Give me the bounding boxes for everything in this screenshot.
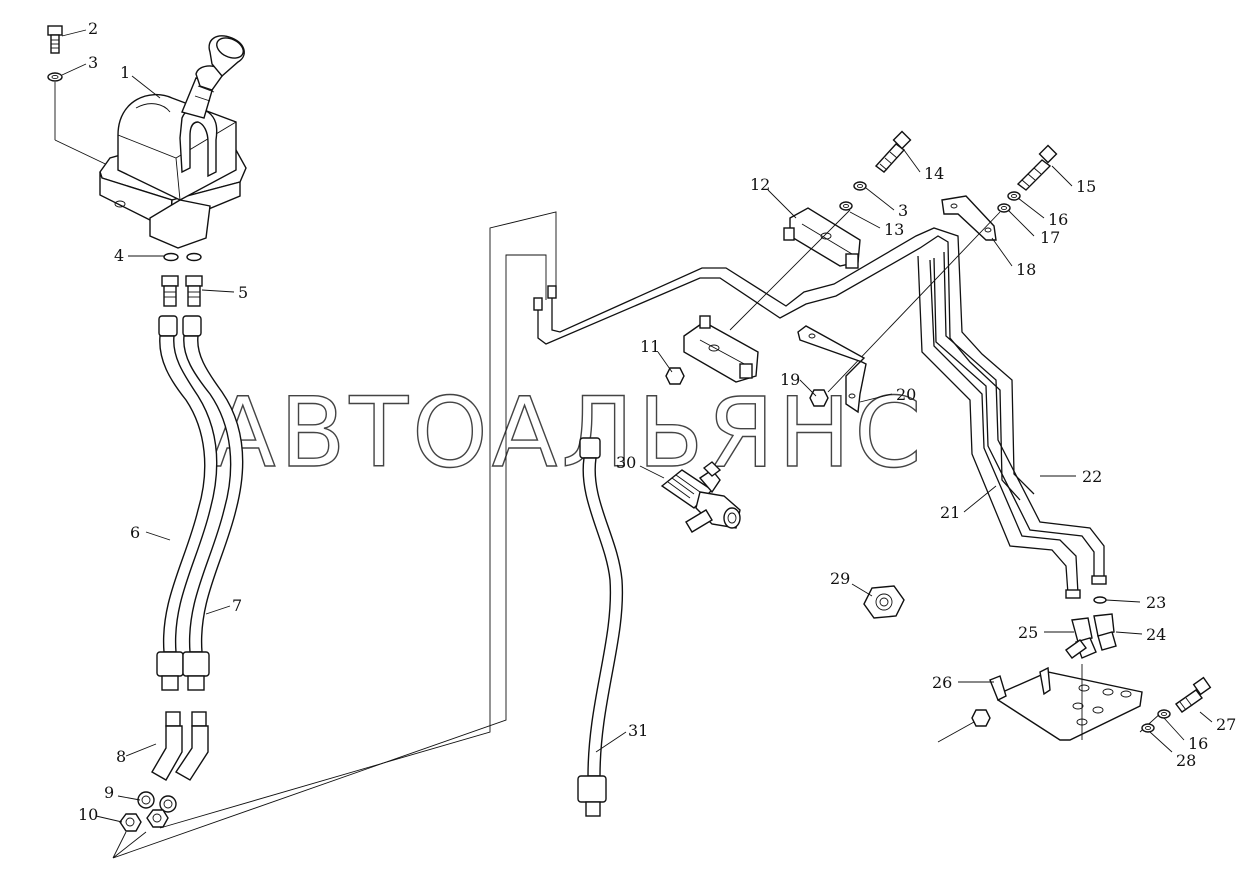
assembly-line xyxy=(112,254,547,859)
callout-8: 8 xyxy=(116,747,126,766)
tube-part-21 xyxy=(917,255,1081,599)
callout-17: 17 xyxy=(1040,228,1060,247)
clamp-lower xyxy=(683,315,759,383)
callout-26: 26 xyxy=(932,673,952,692)
washer-part-3b xyxy=(853,181,867,191)
callout-27: 27 xyxy=(1216,715,1236,734)
washer-part-17 xyxy=(997,203,1011,213)
callout-3b: 3 xyxy=(898,201,908,220)
assembly-line xyxy=(827,211,1001,393)
callout-13: 13 xyxy=(884,220,904,239)
callout-14: 14 xyxy=(924,164,944,183)
callout-5: 5 xyxy=(238,283,248,302)
fitting-part-25 xyxy=(1065,617,1097,659)
assembly-line xyxy=(937,721,975,743)
nut-part-10 xyxy=(119,809,169,832)
bolt-part-15 xyxy=(1016,144,1058,191)
o-ring-part-4 xyxy=(163,252,202,262)
tube-part-22 xyxy=(933,251,1107,585)
callout-10: 10 xyxy=(78,805,98,824)
callout-2: 2 xyxy=(88,19,98,38)
callout-21: 21 xyxy=(940,503,960,522)
hand-valve-part-1 xyxy=(99,35,247,249)
washer-part-9 xyxy=(137,791,177,813)
callout-31: 31 xyxy=(628,721,648,740)
washer-part-13 xyxy=(839,201,853,211)
callout-7: 7 xyxy=(232,596,242,615)
leader-lines xyxy=(61,29,1213,823)
washer-part-28 xyxy=(1141,723,1155,733)
callout-20: 20 xyxy=(896,385,916,404)
callout-23: 23 xyxy=(1146,593,1166,612)
callout-12: 12 xyxy=(750,175,770,194)
elbow-part-8 xyxy=(151,711,209,781)
callout-30: 30 xyxy=(616,453,636,472)
clamp-part-12 xyxy=(783,207,861,269)
bolt-part-27 xyxy=(1175,676,1212,713)
plate-part-26 xyxy=(989,666,1143,741)
pipe-part-31 xyxy=(577,437,624,817)
bolt-part-2 xyxy=(47,25,63,54)
callout-11: 11 xyxy=(640,337,660,356)
washer-part-16b xyxy=(1157,709,1171,719)
callout-4: 4 xyxy=(114,246,124,265)
assembly-line xyxy=(729,209,851,331)
callout-9: 9 xyxy=(104,783,114,802)
callout-22: 22 xyxy=(1082,467,1102,486)
hose-part-6 xyxy=(156,315,218,691)
callout-25: 25 xyxy=(1018,623,1038,642)
callout-16: 16 xyxy=(1048,210,1068,229)
callout-16b: 16 xyxy=(1188,734,1208,753)
washer-part-16 xyxy=(1007,191,1021,201)
callout-15: 15 xyxy=(1076,177,1096,196)
watermark-text: АВТОАЛЬЯНС xyxy=(210,377,925,489)
assembly-line xyxy=(159,211,557,829)
nut-under-plate xyxy=(971,709,991,727)
callout-labels: 1 2 3 4 5 6 7 8 9 10 11 12 13 3 14 15 16… xyxy=(78,19,1236,824)
callout-6: 6 xyxy=(130,523,140,542)
nut-part-29 xyxy=(863,585,905,619)
fitting-part-5 xyxy=(161,275,203,307)
callout-29: 29 xyxy=(830,569,850,588)
fitting-part-24 xyxy=(1093,613,1117,651)
o-ring-part-23 xyxy=(1093,596,1107,604)
nut-part-11 xyxy=(665,367,685,385)
callout-1: 1 xyxy=(120,63,130,82)
callout-24: 24 xyxy=(1146,625,1166,644)
hose-part-7 xyxy=(182,315,244,691)
valve-part-30 xyxy=(660,461,741,533)
bracket-part-20 xyxy=(797,325,867,414)
callout-18: 18 xyxy=(1016,260,1036,279)
washer-part-3 xyxy=(47,72,63,82)
callout-19: 19 xyxy=(780,370,800,389)
bracket-part-18 xyxy=(941,195,997,241)
tube-upper xyxy=(533,227,1035,501)
callout-28: 28 xyxy=(1176,751,1196,770)
callout-3: 3 xyxy=(88,53,98,72)
